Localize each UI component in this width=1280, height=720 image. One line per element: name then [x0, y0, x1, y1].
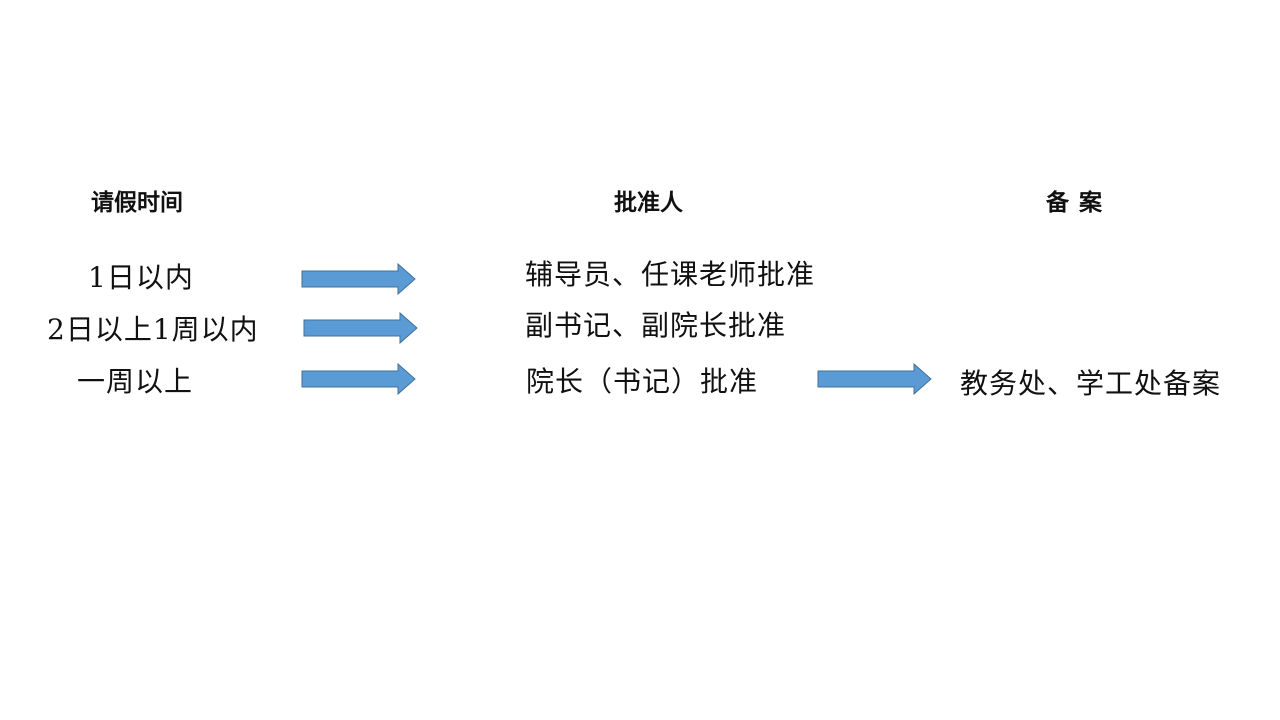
filing-row-3: 教务处、学工处备案 — [960, 367, 1222, 400]
duration-row-1: 1日以内 — [88, 261, 194, 294]
approver-row-3: 院长（书记）批准 — [526, 365, 759, 398]
header-filing: 备案 — [1046, 190, 1112, 216]
right-arrow-icon — [301, 263, 417, 295]
right-arrow-icon — [817, 363, 933, 395]
header-leave-duration: 请假时间 — [91, 190, 183, 216]
approver-row-1: 辅导员、任课老师批准 — [525, 258, 816, 291]
duration-row-2: 2日以上1周以内 — [47, 313, 259, 346]
duration-row-3: 一周以上 — [77, 365, 194, 398]
right-arrow-icon — [303, 312, 419, 344]
right-arrow-icon — [301, 363, 417, 395]
header-approver: 批准人 — [614, 190, 683, 216]
approver-row-2: 副书记、副院长批准 — [525, 309, 787, 342]
